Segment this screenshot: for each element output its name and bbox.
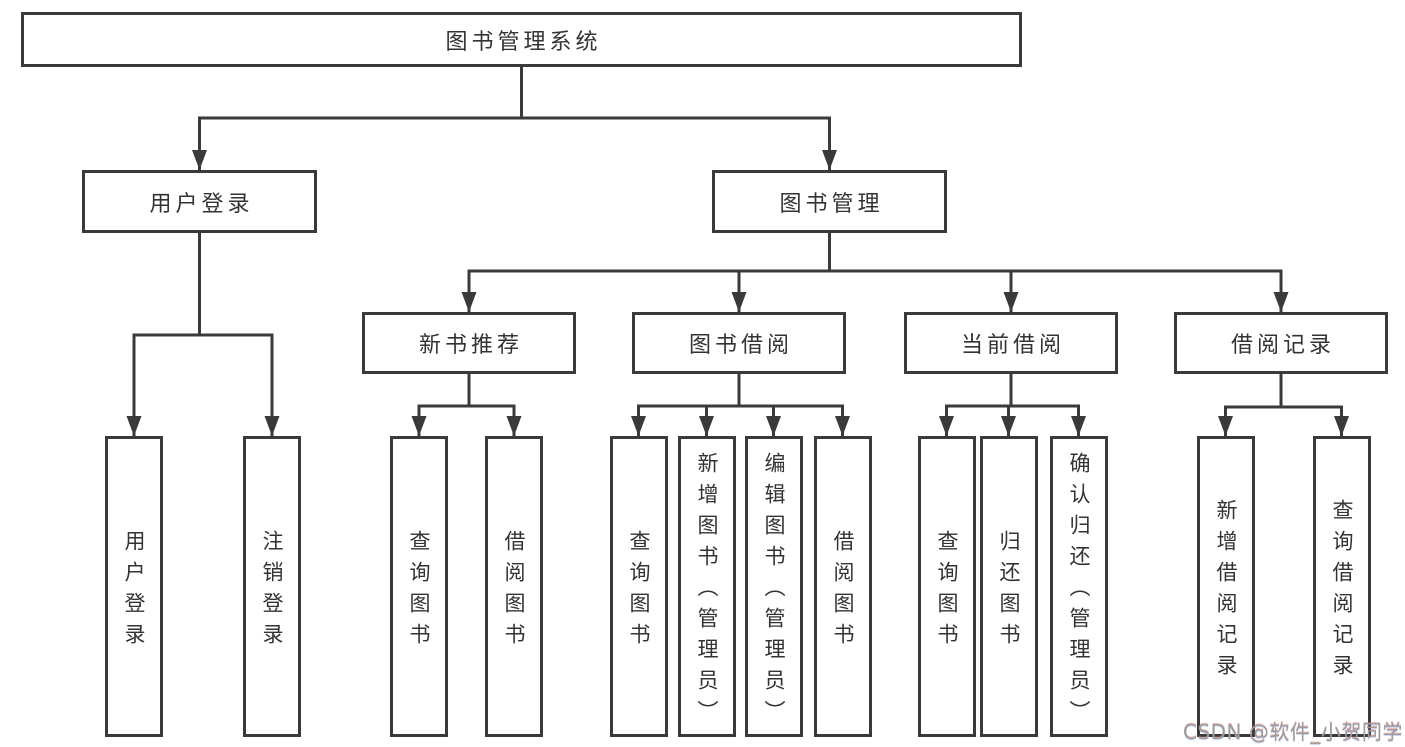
node-leaf-confirm-return-admin: 确认归还（管理员） xyxy=(1050,436,1108,737)
connector-current-borrowing-to-leaves xyxy=(939,372,1086,438)
connector-borrow-records-to-leaves xyxy=(1218,372,1349,438)
node-leaf-edit-book-admin: 编辑图书（管理员） xyxy=(745,436,803,737)
node-leaf-query-borrow-record: 查询借阅记录 xyxy=(1313,436,1371,737)
node-leaf-borrow-books-recommend: 借阅图书 xyxy=(485,436,543,737)
node-book-borrowing: 图书借阅 xyxy=(632,312,846,374)
node-leaf-return-books: 归还图书 xyxy=(980,436,1038,737)
node-current-borrowing: 当前借阅 xyxy=(904,312,1118,374)
csdn-watermark: CSDN @软件_小贺同学 xyxy=(1183,720,1403,744)
node-leaf-query-books-borrowing: 查询图书 xyxy=(610,436,668,737)
node-leaf-user-login: 用户登录 xyxy=(105,436,163,737)
node-root-library-system: 图书管理系统 xyxy=(21,12,1022,67)
node-leaf-logout: 注销登录 xyxy=(243,436,301,737)
node-leaf-query-books-recommend: 查询图书 xyxy=(390,436,448,737)
connector-user-login-to-leaves xyxy=(126,231,280,438)
node-book-management: 图书管理 xyxy=(712,170,947,233)
connector-root-to-level2 xyxy=(192,65,837,172)
connector-new-book-recommend-to-leaves xyxy=(411,372,522,438)
node-leaf-query-books-current: 查询图书 xyxy=(918,436,976,737)
node-new-book-recommend: 新书推荐 xyxy=(362,312,576,374)
node-leaf-add-borrow-record: 新增借阅记录 xyxy=(1197,436,1255,737)
node-user-login: 用户登录 xyxy=(82,170,317,233)
node-borrow-records: 借阅记录 xyxy=(1174,312,1388,374)
connector-book-management-to-level3 xyxy=(461,231,1289,314)
node-leaf-add-book-admin: 新增图书（管理员） xyxy=(678,436,736,737)
node-leaf-borrow-books: 借阅图书 xyxy=(814,436,872,737)
connector-book-borrowing-to-leaves xyxy=(631,372,850,438)
